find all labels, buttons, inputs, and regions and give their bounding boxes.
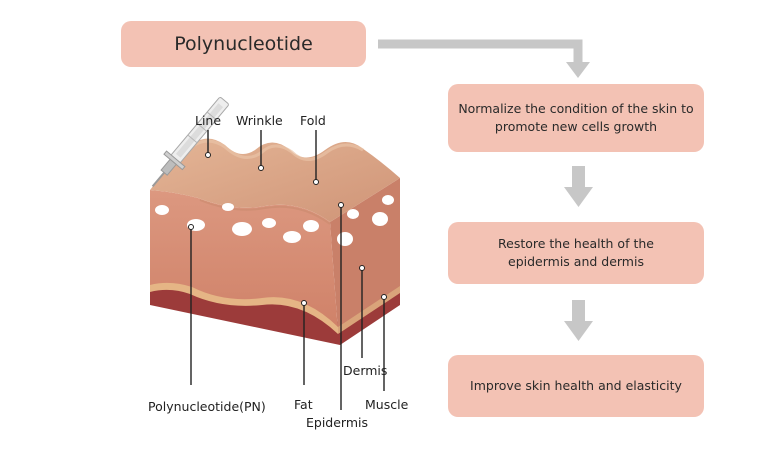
label-epidermis: Epidermis <box>306 415 369 430</box>
label-fat: Fat <box>294 397 313 412</box>
callout-dots <box>188 152 387 306</box>
label-fold: Fold <box>300 113 326 128</box>
arrow-step2-to-step3 <box>572 300 585 322</box>
step-text-2: Restore the health of the epidermis and … <box>498 236 654 269</box>
label-dermis: Dermis <box>343 363 388 378</box>
flow-arrows <box>378 39 593 341</box>
step-box-2: Restore the health of the epidermis and … <box>448 222 704 284</box>
step-box-1: Normalize the condition of the skin to p… <box>448 84 704 152</box>
label-polynucleotide-pn: Polynucleotide(PN) <box>148 399 266 414</box>
title-text: Polynucleotide <box>174 33 313 55</box>
skin-block <box>150 138 400 345</box>
step-text-1: Normalize the condition of the skin to p… <box>458 101 694 134</box>
label-wrinkle: Wrinkle <box>236 113 283 128</box>
label-muscle: Muscle <box>365 397 409 412</box>
label-line: Line <box>195 113 222 128</box>
step-text-3: Improve skin health and elasticity <box>470 378 682 393</box>
syringe-icon <box>151 97 229 188</box>
callout-lines <box>190 130 385 410</box>
title-box: Polynucleotide <box>121 21 366 67</box>
arrow-step1-to-step2 <box>572 166 585 188</box>
arrow-title-to-step1 <box>378 39 583 63</box>
step-box-3: Improve skin health and elasticity <box>448 355 704 417</box>
